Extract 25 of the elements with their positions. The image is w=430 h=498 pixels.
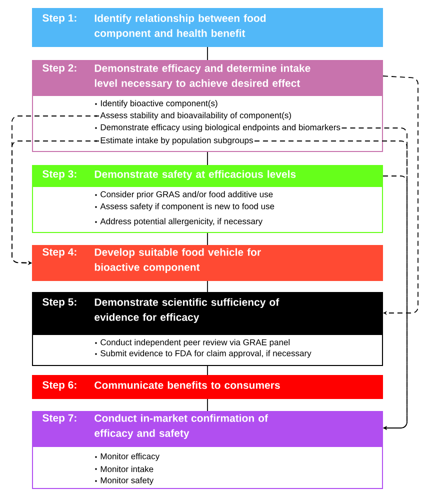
bullet-item: Demonstrate efficacy using biological endpoints and biomarkers [95, 124, 340, 132]
bullet-item: Monitor safety [95, 477, 154, 485]
bullet-item: Address potential allergenicity, if necessary [95, 218, 263, 226]
connector-line [207, 46, 208, 60]
dashed-arrow [341, 128, 408, 430]
dashed-arrow [254, 140, 408, 430]
connector-line [207, 232, 208, 246]
bullet-item: Assess safety if component is new to food use [95, 203, 274, 211]
connector-line [207, 398, 208, 412]
bullet-item: Submit evidence to FDA for claim approval, if necessary [95, 350, 312, 358]
connector-line [207, 152, 208, 166]
step-box: Step 1: Identify relationship between food component and health benefit [32, 8, 383, 47]
dashed-arrow [382, 176, 408, 430]
dashed-arrow [382, 76, 418, 316]
bullet-item: Estimate intake by population subgroups [95, 137, 253, 145]
step-box: Step 6: Communicate benefits to consumers [32, 375, 383, 399]
bullet-item: Monitor intake [95, 466, 154, 472]
bullet-item: Identify bioactive component(s) [95, 100, 218, 108]
connector-line [207, 280, 208, 292]
connector-line [207, 366, 208, 376]
bullet-item: Assess stability and bioavailability of component(s) [95, 112, 291, 120]
bullet-item: Conduct independent peer review via GRAE panel [95, 339, 290, 347]
bullet-item: Consider prior GRAS and/or food additive use [95, 191, 273, 199]
bullet-item: Monitor efficacy [95, 453, 160, 461]
step-box: Step 4: Develop suitable food vehicle for bioactive component [32, 245, 383, 281]
